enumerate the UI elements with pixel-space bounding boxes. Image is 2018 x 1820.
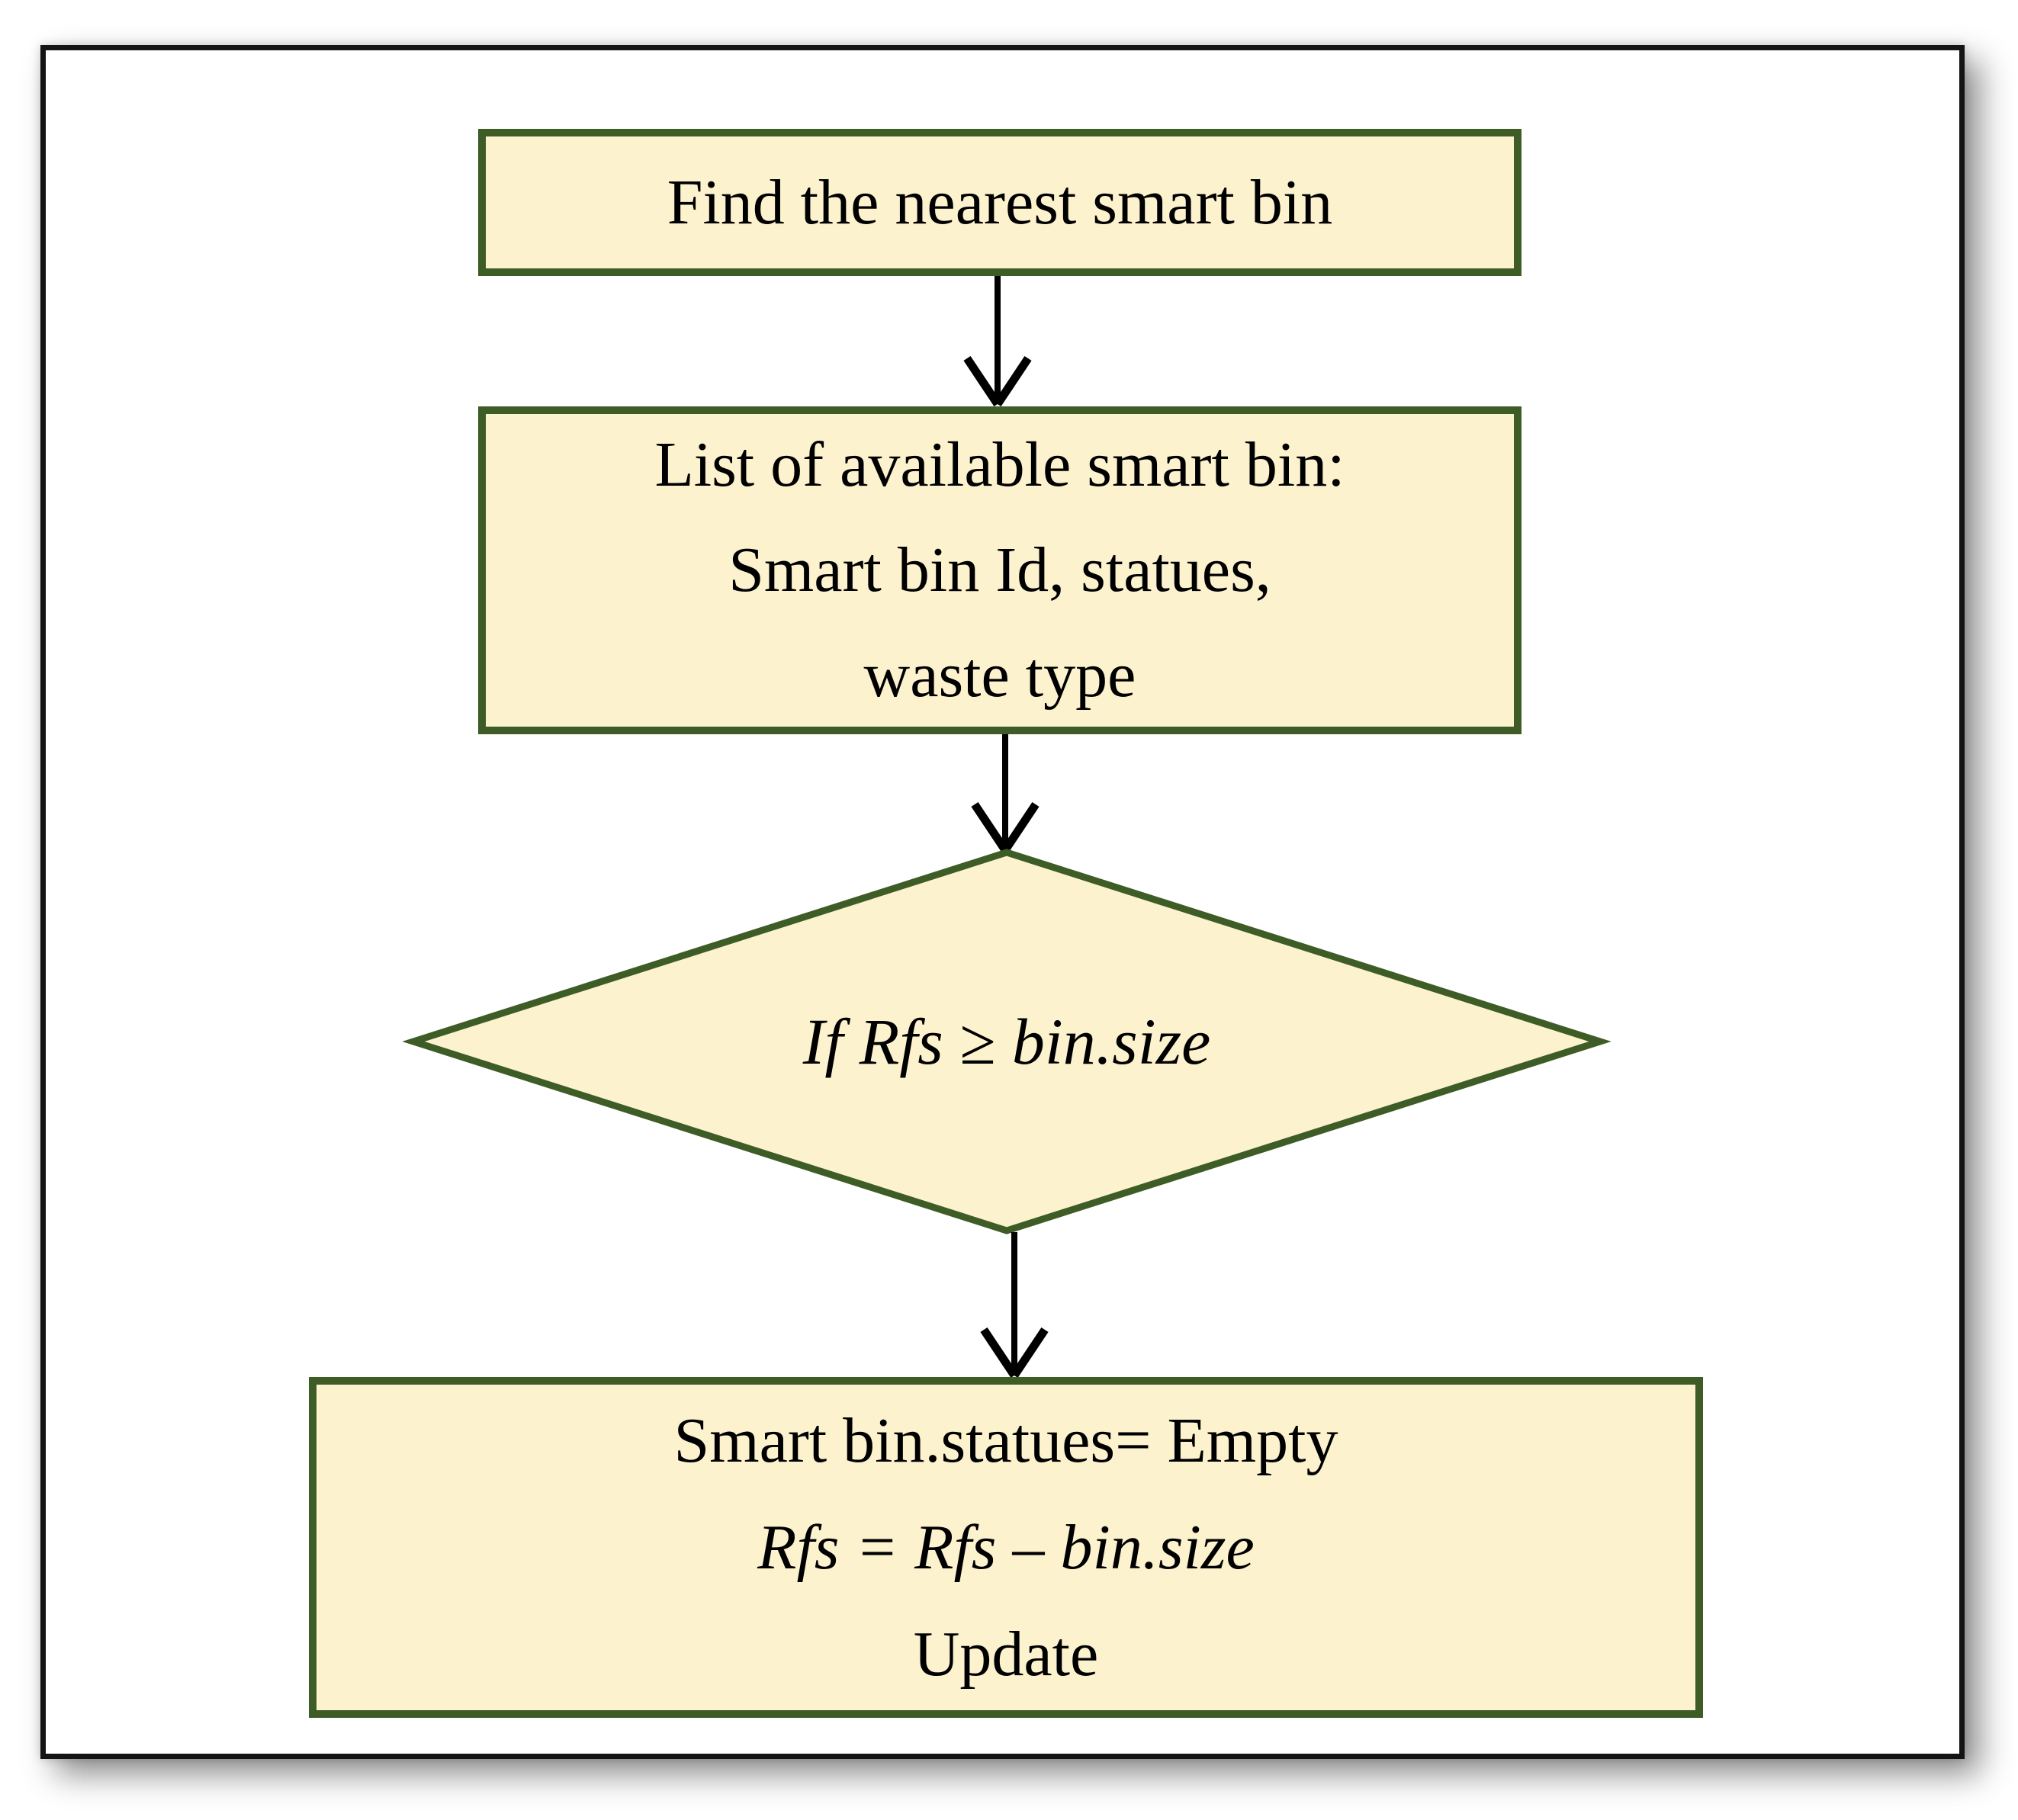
node-empty-bin-update-line-1: Smart bin.statues= Empty <box>673 1404 1338 1476</box>
node-list-available-bins-line-3: waste type <box>863 640 1136 711</box>
node-list-available-bins: List of available smart bin: Smart bin I… <box>478 406 1522 734</box>
node-list-available-bins-line-1: List of available smart bin: <box>654 429 1345 500</box>
node-find-nearest-bin-label: Find the nearest smart bin <box>667 166 1333 238</box>
arrow-down-icon <box>963 276 1032 407</box>
arrow-down-icon <box>980 1232 1049 1379</box>
node-empty-bin-update-line-2: Rfs = Rfs – bin.size <box>757 1511 1255 1583</box>
node-empty-bin-update: Smart bin.statues= Empty Rfs = Rfs – bin… <box>309 1377 1703 1718</box>
node-empty-bin-update-line-3: Update <box>913 1618 1099 1690</box>
node-capacity-check-label: If Rfs ≥ bin.size <box>802 1005 1211 1078</box>
arrow-down-icon <box>971 734 1040 853</box>
decision-diamond-shape <box>403 849 1611 1234</box>
node-list-available-bins-line-2: Smart bin Id, statues, <box>728 534 1271 605</box>
node-find-nearest-bin: Find the nearest smart bin <box>478 129 1522 276</box>
